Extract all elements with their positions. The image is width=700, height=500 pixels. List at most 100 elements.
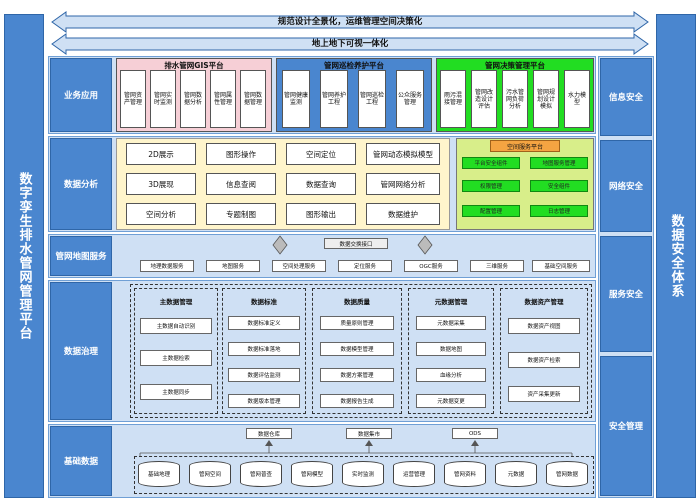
base-data-cylinder: 管网模型 bbox=[291, 461, 333, 487]
analysis-item: 数据维护 bbox=[366, 203, 440, 225]
governance-group-title: 数据资产管理 bbox=[524, 298, 564, 306]
base-data-cylinder: 管网资料 bbox=[444, 461, 486, 487]
governance-item: 数据报告生成 bbox=[320, 394, 394, 408]
gis-service-item: 地图服务 bbox=[206, 260, 260, 272]
inspection-item: 公众服务管理 bbox=[396, 70, 424, 128]
analysis-item: 管网动态模拟模型 bbox=[366, 143, 440, 165]
decision-item: 水力模型 bbox=[564, 70, 590, 128]
governance-group-title: 元数据管理 bbox=[434, 298, 468, 306]
data-exchange-interface: 数据交换接口 bbox=[324, 238, 388, 249]
governance-item: 质量原则管理 bbox=[320, 316, 394, 330]
analysis-item: 图形输出 bbox=[286, 203, 356, 225]
governance-item: 数据资产视图 bbox=[508, 318, 580, 334]
gis-service-row-label: 管网地图服务 bbox=[50, 236, 112, 276]
decision-platform-title: 管网决策管理平台 bbox=[485, 61, 545, 70]
left-diamond-icon bbox=[272, 235, 288, 255]
governance-row-label: 数据治理 bbox=[50, 282, 112, 420]
gis-service-item: 基础空间服务 bbox=[532, 260, 590, 272]
top-arrow-1-text: 规范设计全景化，运维管理空间决策化 bbox=[277, 17, 423, 27]
decision-item: 雨污混接管理 bbox=[440, 70, 466, 128]
base-data-cylinder: 实时监测 bbox=[342, 461, 384, 487]
spatial-service-item: 权限管理 bbox=[462, 180, 520, 192]
analysis-item: 图形操作 bbox=[206, 143, 276, 165]
governance-item: 主数据检索 bbox=[140, 350, 212, 366]
analysis-row-label: 数据分析 bbox=[50, 138, 112, 230]
governance-group-title: 数据标准 bbox=[251, 298, 277, 306]
governance-item: 数据版本管理 bbox=[228, 394, 300, 408]
governance-item: 元数据采集 bbox=[416, 316, 486, 330]
spatial-service-item: 日志管理 bbox=[530, 205, 588, 217]
right-diamond-icon bbox=[417, 235, 433, 255]
platform-title: 数字孪生排水管网管理平台 bbox=[16, 172, 32, 340]
governance-item: 数据标准定义 bbox=[228, 316, 300, 330]
platform-title-column: 数字孪生排水管网管理平台 bbox=[4, 14, 44, 498]
security-label: 信息安全 bbox=[600, 58, 652, 136]
gis-item: 管网资产管理 bbox=[120, 70, 146, 128]
governance-item: 数据地图 bbox=[416, 342, 486, 356]
gis-item: 管网实时监测 bbox=[150, 70, 176, 128]
base-data-cylinder: 基础地理 bbox=[138, 461, 180, 487]
analysis-item: 3D展现 bbox=[126, 173, 196, 195]
governance-item: 数据模型管理 bbox=[320, 342, 394, 356]
top-arrow-2-text: 地上地下可视一体化 bbox=[311, 39, 389, 49]
governance-item: 数据标准落地 bbox=[228, 342, 300, 356]
security-system-title: 数据安全体系 bbox=[668, 214, 684, 298]
arrow-up-icon bbox=[265, 440, 273, 446]
governance-item: 主数据自动识别 bbox=[140, 318, 212, 334]
arrow-up-icon bbox=[471, 440, 479, 446]
analysis-item: 信息查阅 bbox=[206, 173, 276, 195]
analysis-item: 空间定位 bbox=[286, 143, 356, 165]
governance-group: 数据资产管理 bbox=[500, 288, 588, 414]
exchange-arrows bbox=[272, 235, 433, 255]
security-label: 安全管理 bbox=[600, 356, 652, 496]
base-data-row-label: 基础数据 bbox=[50, 426, 112, 496]
top-arrows bbox=[51, 11, 649, 55]
base-data-cylinder: 运营管理 bbox=[393, 461, 435, 487]
gis-platform-title: 排水管网GIS平台 bbox=[164, 61, 224, 70]
security-label: 网络安全 bbox=[600, 140, 652, 232]
arrow-2-shape bbox=[51, 33, 649, 55]
storage-box: 数据仓库 bbox=[246, 428, 292, 439]
base-data-cylinder: 管网数据 bbox=[546, 461, 588, 487]
gis-item: 管网数据管理 bbox=[240, 70, 266, 128]
governance-item: 主数据同步 bbox=[140, 384, 212, 400]
business-row-label: 业务应用 bbox=[50, 58, 112, 132]
governance-group-title: 主数据管理 bbox=[159, 298, 193, 306]
storage-box: ODS bbox=[452, 428, 498, 439]
arrow-1-shape bbox=[51, 11, 649, 33]
analysis-item: 2D展示 bbox=[126, 143, 196, 165]
arrow-up-icon bbox=[365, 440, 373, 446]
security-system-column: 数据安全体系 bbox=[656, 14, 696, 498]
storage-box: 数据集市 bbox=[346, 428, 392, 439]
base-data-cylinder: 元数据 bbox=[495, 461, 537, 487]
governance-item: 数据方案管理 bbox=[320, 368, 394, 382]
spatial-service-item: 安全组件 bbox=[530, 180, 588, 192]
inspection-item: 管网巡检工程 bbox=[358, 70, 386, 128]
spatial-service-title: 空间服务平台 bbox=[490, 140, 560, 152]
spatial-service-item: 配置管理 bbox=[462, 205, 520, 217]
gis-service-item: OGC服务 bbox=[404, 260, 458, 272]
inspection-platform-title: 管网巡检养护平台 bbox=[324, 61, 384, 70]
gis-service-item: 定位服务 bbox=[338, 260, 392, 272]
gis-item: 管网属性管理 bbox=[210, 70, 236, 128]
base-data-cylinder: 管网空间 bbox=[189, 461, 231, 487]
governance-container bbox=[130, 284, 592, 418]
governance-item: 元数据变更 bbox=[416, 394, 486, 408]
governance-item: 血缘分析 bbox=[416, 368, 486, 382]
governance-group: 数据质量 bbox=[312, 288, 402, 414]
governance-item: 资产采集更新 bbox=[508, 386, 580, 402]
security-label: 服务安全 bbox=[600, 236, 652, 352]
analysis-item: 空间分析 bbox=[126, 203, 196, 225]
gis-item: 管网数据分析 bbox=[180, 70, 206, 128]
governance-group: 数据标准 bbox=[222, 288, 306, 414]
decision-item: 管网改造设计评估 bbox=[471, 70, 497, 128]
gis-service-item: 三维服务 bbox=[470, 260, 524, 272]
inspection-item: 管网健康监测 bbox=[282, 70, 310, 128]
analysis-item: 数据查询 bbox=[286, 173, 356, 195]
decision-item: 污水管网负荷分析 bbox=[502, 70, 528, 128]
governance-group: 主数据管理 bbox=[134, 288, 218, 414]
inspection-item: 管网养护工程 bbox=[320, 70, 348, 128]
governance-group: 元数据管理 bbox=[408, 288, 494, 414]
base-data-container bbox=[134, 456, 594, 494]
analysis-item: 管网网络分析 bbox=[366, 173, 440, 195]
